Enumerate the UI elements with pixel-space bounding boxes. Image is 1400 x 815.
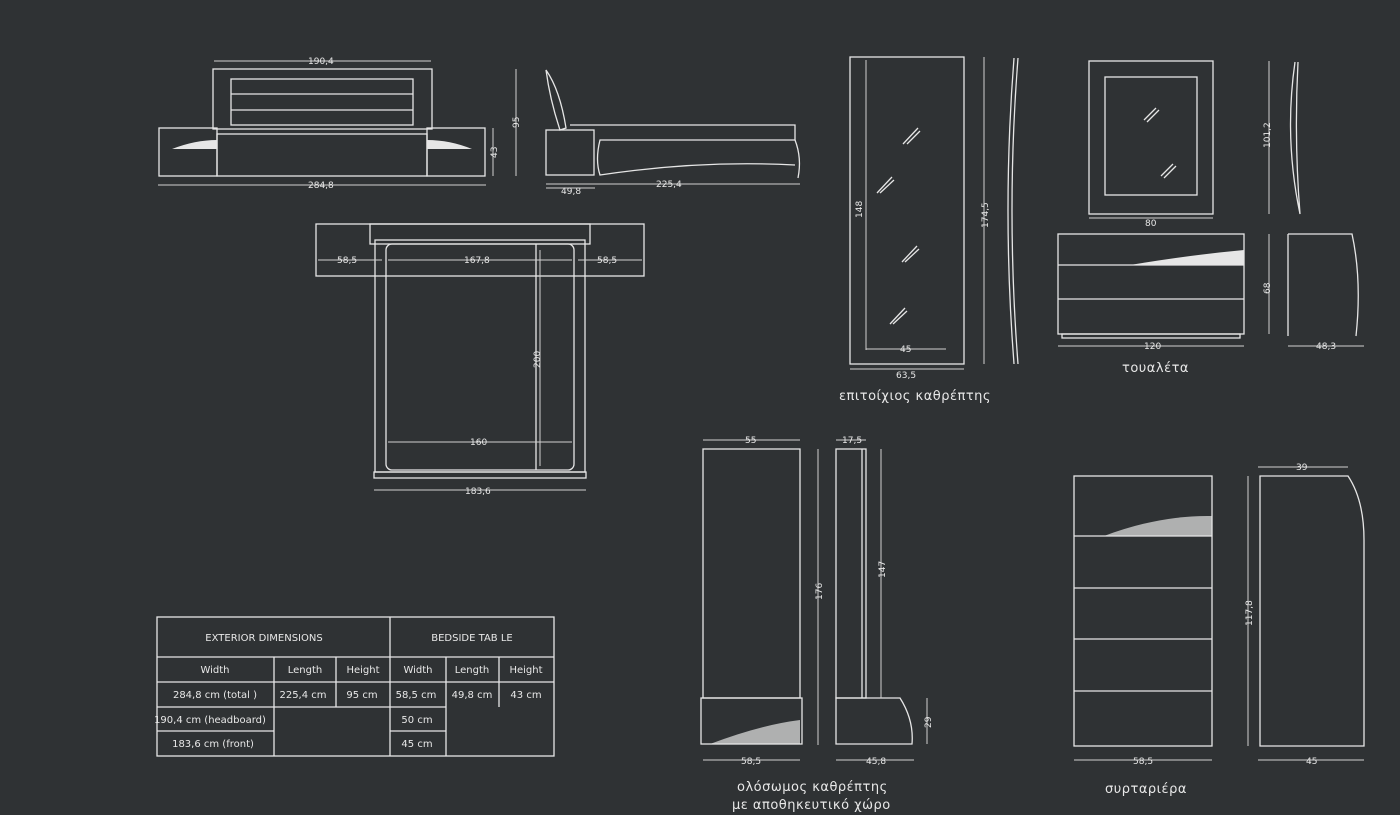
dim-table-height: 43 [490, 147, 500, 158]
dim-table-length: 49,8 [561, 187, 581, 197]
cell: 284,8 cm (total ) [173, 690, 257, 701]
floor-mirror: 55 176 58,5 17,5 147 29 45,8 ολόσωμος κα… [700, 436, 934, 813]
col-height: Height [346, 665, 379, 676]
dim-vanity-depth: 48,3 [1316, 342, 1336, 352]
dim-total-width: 63,5 [896, 371, 916, 381]
dim-total-height: 176 [815, 583, 825, 600]
dimensions-table: EXTERIOR DIMENSIONS BEDSIDE TAB LE Width… [154, 616, 555, 757]
dim-chest-height: 117,8 [1245, 600, 1255, 626]
dim-vanity-height: 68 [1263, 282, 1273, 294]
cell: 50 cm [401, 715, 432, 726]
col-width: Width [200, 665, 229, 676]
vanity-caption: τουαλέτα [1122, 361, 1189, 376]
table-header-bedside: BEDSIDE TAB LE [431, 633, 512, 644]
cell: 183,6 cm (front) [172, 739, 254, 750]
dim-total-height: 174,5 [981, 202, 991, 228]
bed-side-view: 49,8 225,4 [545, 69, 801, 197]
dim-right-table: 58,5 [597, 256, 617, 266]
wall-mirror-caption: επιτοίχιος καθρέπτης [839, 389, 991, 404]
col-bt-length: Length [455, 665, 490, 676]
floor-mirror-caption-2: με αποθηκευτικό χώρο [732, 798, 891, 813]
cell: 49,8 cm [452, 690, 493, 701]
dim-glass-width: 45 [900, 345, 911, 355]
dim-base-width: 58,5 [741, 757, 761, 767]
chest-caption: συρταριέρα [1105, 782, 1187, 797]
col-length: Length [288, 665, 323, 676]
dim-total-height: 95 [512, 117, 522, 128]
dim-mirror-height: 101,2 [1263, 122, 1273, 148]
dim-bed-length: 225,4 [656, 180, 682, 190]
cell: 225,4 cm [279, 690, 326, 701]
dim-bed-length-top: 200 [533, 351, 543, 368]
dim-mirror-width: 55 [745, 436, 756, 446]
dim-front-width: 183,6 [465, 487, 491, 497]
vanity: 80 101,2 120 68 48,3 τουαλέτα [1057, 60, 1364, 376]
cell: 95 cm [346, 690, 377, 701]
cell: 190,4 cm (headboard) [154, 715, 266, 726]
col-bt-width: Width [403, 665, 432, 676]
chest-of-drawers: 58,5 39 117,8 45 συρταριέρα [1073, 463, 1365, 797]
dim-depth-top: 17,5 [842, 436, 862, 446]
dim-mattress-width: 160 [470, 438, 487, 448]
dim-left-table: 58,5 [337, 256, 357, 266]
dim-glass-height: 148 [855, 201, 865, 218]
dim-inner-width: 167,8 [464, 256, 490, 266]
col-bt-height: Height [509, 665, 542, 676]
dim-vanity-width: 120 [1144, 342, 1161, 352]
dim-total-width: 284,8 [308, 181, 334, 191]
cell: 58,5 cm [396, 690, 437, 701]
dim-chest-depth: 45 [1306, 757, 1317, 767]
floor-mirror-caption-1: ολόσωμος καθρέπτης [737, 780, 888, 795]
dim-mirror-height: 147 [878, 561, 888, 578]
dim-base-depth: 45,8 [866, 757, 886, 767]
table-header-exterior: EXTERIOR DIMENSIONS [205, 633, 322, 644]
cell: 43 cm [510, 690, 541, 701]
wall-mirror: 148 45 63,5 174,5 επιτοίχιος καθρέπτης [839, 56, 1019, 404]
dim-base-height: 29 [924, 716, 934, 728]
bed-top-view: 58,5 167,8 58,5 200 160 183,6 [315, 223, 645, 497]
bed-front-view: 190,4 284,8 43 95 [158, 57, 522, 191]
dim-chest-width: 58,5 [1133, 757, 1153, 767]
cell: 45 cm [401, 739, 432, 750]
dim-chest-depth-top: 39 [1296, 463, 1308, 473]
dim-mirror-width: 80 [1145, 219, 1157, 229]
dim-headboard-width: 190,4 [308, 57, 334, 67]
